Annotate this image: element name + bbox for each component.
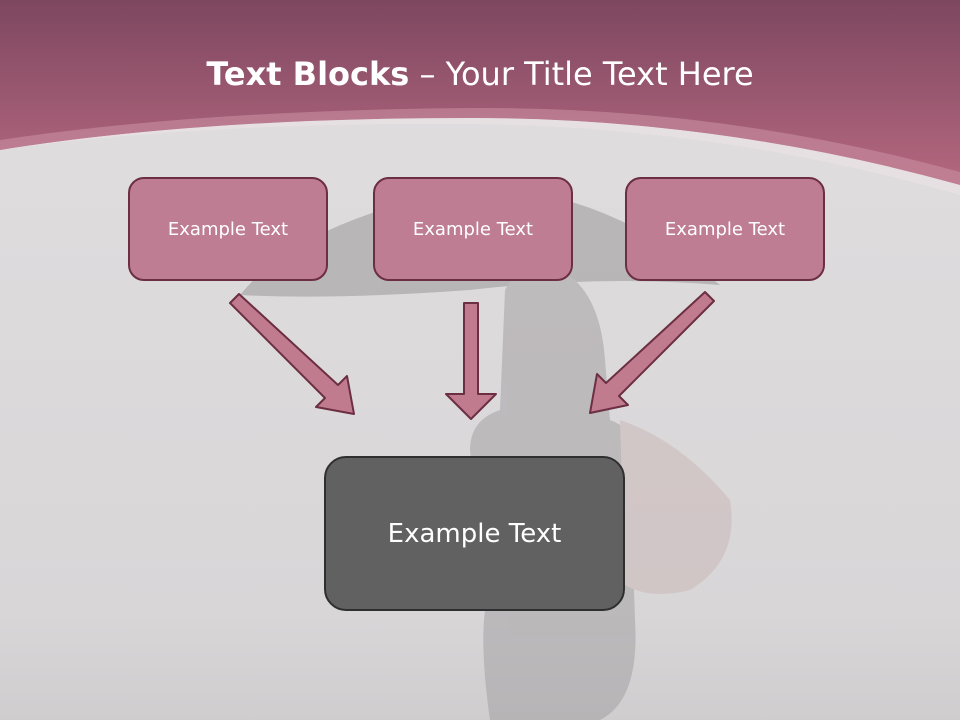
header-curve bbox=[0, 118, 960, 195]
slide-title-rest: – Your Title Text Here bbox=[409, 55, 754, 93]
text-block-right-label: Example Text bbox=[664, 218, 786, 240]
slide-title-bold: Text Blocks bbox=[206, 55, 410, 93]
text-block-center-label: Example Text bbox=[412, 218, 534, 240]
result-block-label: Example Text bbox=[387, 518, 562, 549]
header-band bbox=[0, 0, 960, 185]
text-block-left-label: Example Text bbox=[167, 218, 289, 240]
text-block-left[interactable]: Example Text bbox=[128, 177, 328, 281]
slide-title: Text Blocks – Your Title Text Here bbox=[0, 52, 960, 96]
header-highlight bbox=[0, 107, 960, 185]
text-block-right[interactable]: Example Text bbox=[625, 177, 825, 281]
text-block-center[interactable]: Example Text bbox=[373, 177, 573, 281]
result-block[interactable]: Example Text bbox=[324, 456, 625, 611]
